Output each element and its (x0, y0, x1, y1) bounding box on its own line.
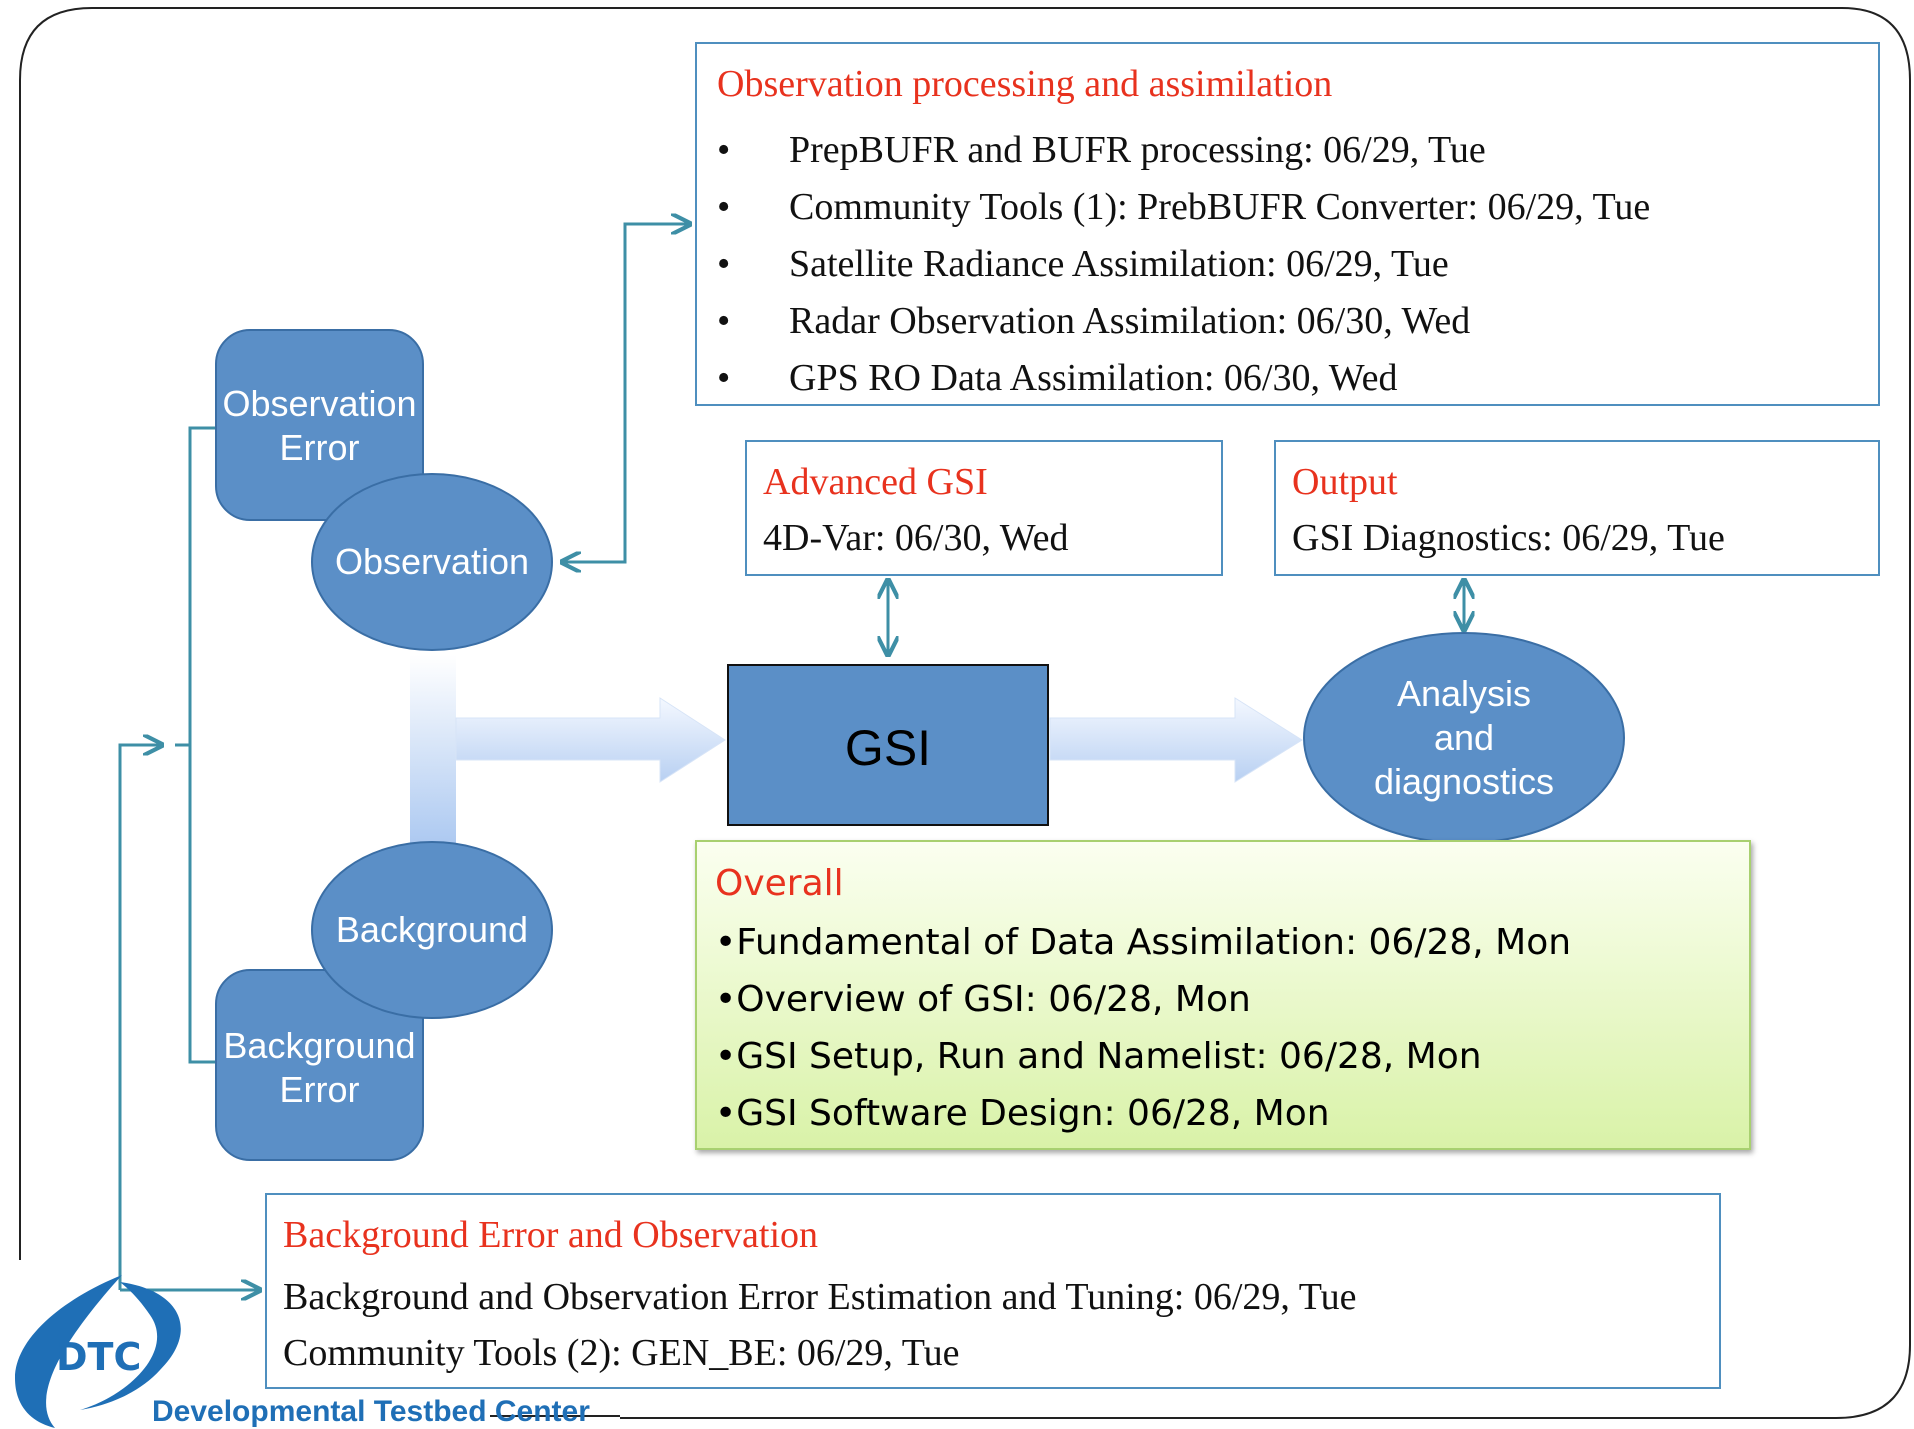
obs-error-line-1: Observation (222, 383, 417, 424)
list-item: •GSI Software Design: 06/28, Mon (715, 1093, 1330, 1134)
list-item: Community Tools (2): GEN_BE: 06/29, Tue (283, 1332, 960, 1374)
list-item-text: Radar Observation Assimilation: 06/30, W… (789, 300, 1471, 342)
list-item-text: PrepBUFR and BUFR processing: 06/29, Tue (789, 129, 1486, 171)
advanced-gsi-box: Advanced GSI 4D-Var: 06/30, Wed (745, 440, 1223, 576)
background-ellipse (311, 841, 553, 1019)
list-item: •GPS RO Data Assimilation: 06/30, Wed (717, 357, 1398, 399)
output-line: GSI Diagnostics: 06/29, Tue (1292, 517, 1725, 559)
logo-abbr: DTC (56, 1335, 142, 1379)
bg-error-line-2: Error (279, 1069, 360, 1110)
background-label: Background (335, 909, 529, 950)
list-item: •Satellite Radiance Assimilation: 06/29,… (717, 243, 1449, 285)
obs-error-box (215, 329, 424, 521)
advanced-gsi-title: Advanced GSI (763, 461, 988, 503)
analysis-line-3: diagnostics (1373, 761, 1555, 802)
obs-error-line-2: Error (279, 427, 360, 468)
analysis-label: Analysis and diagnostics (1304, 672, 1624, 804)
bg-error-box (215, 969, 424, 1161)
output-box: Output GSI Diagnostics: 06/29, Tue (1274, 440, 1880, 576)
observation-ellipse (311, 473, 553, 651)
obs-processing-list: •PrepBUFR and BUFR processing: 06/29, Tu… (717, 122, 1650, 407)
gsi-box (727, 664, 1049, 826)
flow-arrow-to-gsi (455, 697, 726, 783)
list-item: Background and Observation Error Estimat… (283, 1276, 1357, 1318)
logo-swoosh-top (15, 1275, 122, 1428)
advanced-gsi-line: 4D-Var: 06/30, Wed (763, 517, 1069, 559)
list-item: •Fundamental of Data Assimilation: 06/28… (715, 922, 1572, 963)
output-title: Output (1292, 461, 1398, 503)
overall-title: Overall (715, 863, 844, 904)
bg-error-label: Background Error (216, 1024, 423, 1112)
gsi-label: GSI (844, 720, 932, 776)
bg-error-obs-title: Background Error and Observation (283, 1214, 819, 1256)
obs-error-label: Observation Error (216, 382, 423, 470)
list-item-text: Satellite Radiance Assimilation: 06/29, … (789, 243, 1449, 285)
bg-error-line-1: Background (223, 1025, 416, 1066)
list-item: •PrepBUFR and BUFR processing: 06/29, Tu… (717, 129, 1486, 171)
analysis-line-1: Analysis (1396, 673, 1532, 714)
list-item-text: Community Tools (1): PrebBUFR Converter:… (789, 186, 1651, 228)
analysis-line-2: and (1433, 717, 1495, 758)
list-item: •Community Tools (1): PrebBUFR Converter… (717, 186, 1651, 228)
obs-processing-title: Observation processing and assimilation (717, 63, 1333, 105)
connector-error-bracket (175, 426, 216, 1064)
overall-list: •Fundamental of Data Assimilation: 06/28… (715, 914, 1571, 1142)
bg-error-obs-lines: Background and Observation Error Estimat… (283, 1269, 1356, 1381)
list-item: •Overview of GSI: 06/28, Mon (715, 979, 1251, 1020)
flow-arrow-to-analysis (1049, 697, 1303, 783)
logo-swoosh-bottom (80, 1282, 181, 1410)
flow-vertical-bar (410, 655, 456, 855)
bg-error-obs-box: Background Error and Observation Backgro… (265, 1193, 1721, 1389)
overall-box: Overall •Fundamental of Data Assimilatio… (695, 840, 1751, 1150)
logo-name: Developmental Testbed Center (152, 1395, 590, 1428)
obs-processing-box: Observation processing and assimilation … (695, 42, 1880, 406)
list-item: •Radar Observation Assimilation: 06/30, … (717, 300, 1471, 342)
connector-obs-processing (560, 224, 690, 562)
list-item-text: GPS RO Data Assimilation: 06/30, Wed (789, 357, 1398, 399)
observation-label: Observation (334, 541, 530, 582)
list-item: •GSI Setup, Run and Namelist: 06/28, Mon (715, 1036, 1482, 1077)
